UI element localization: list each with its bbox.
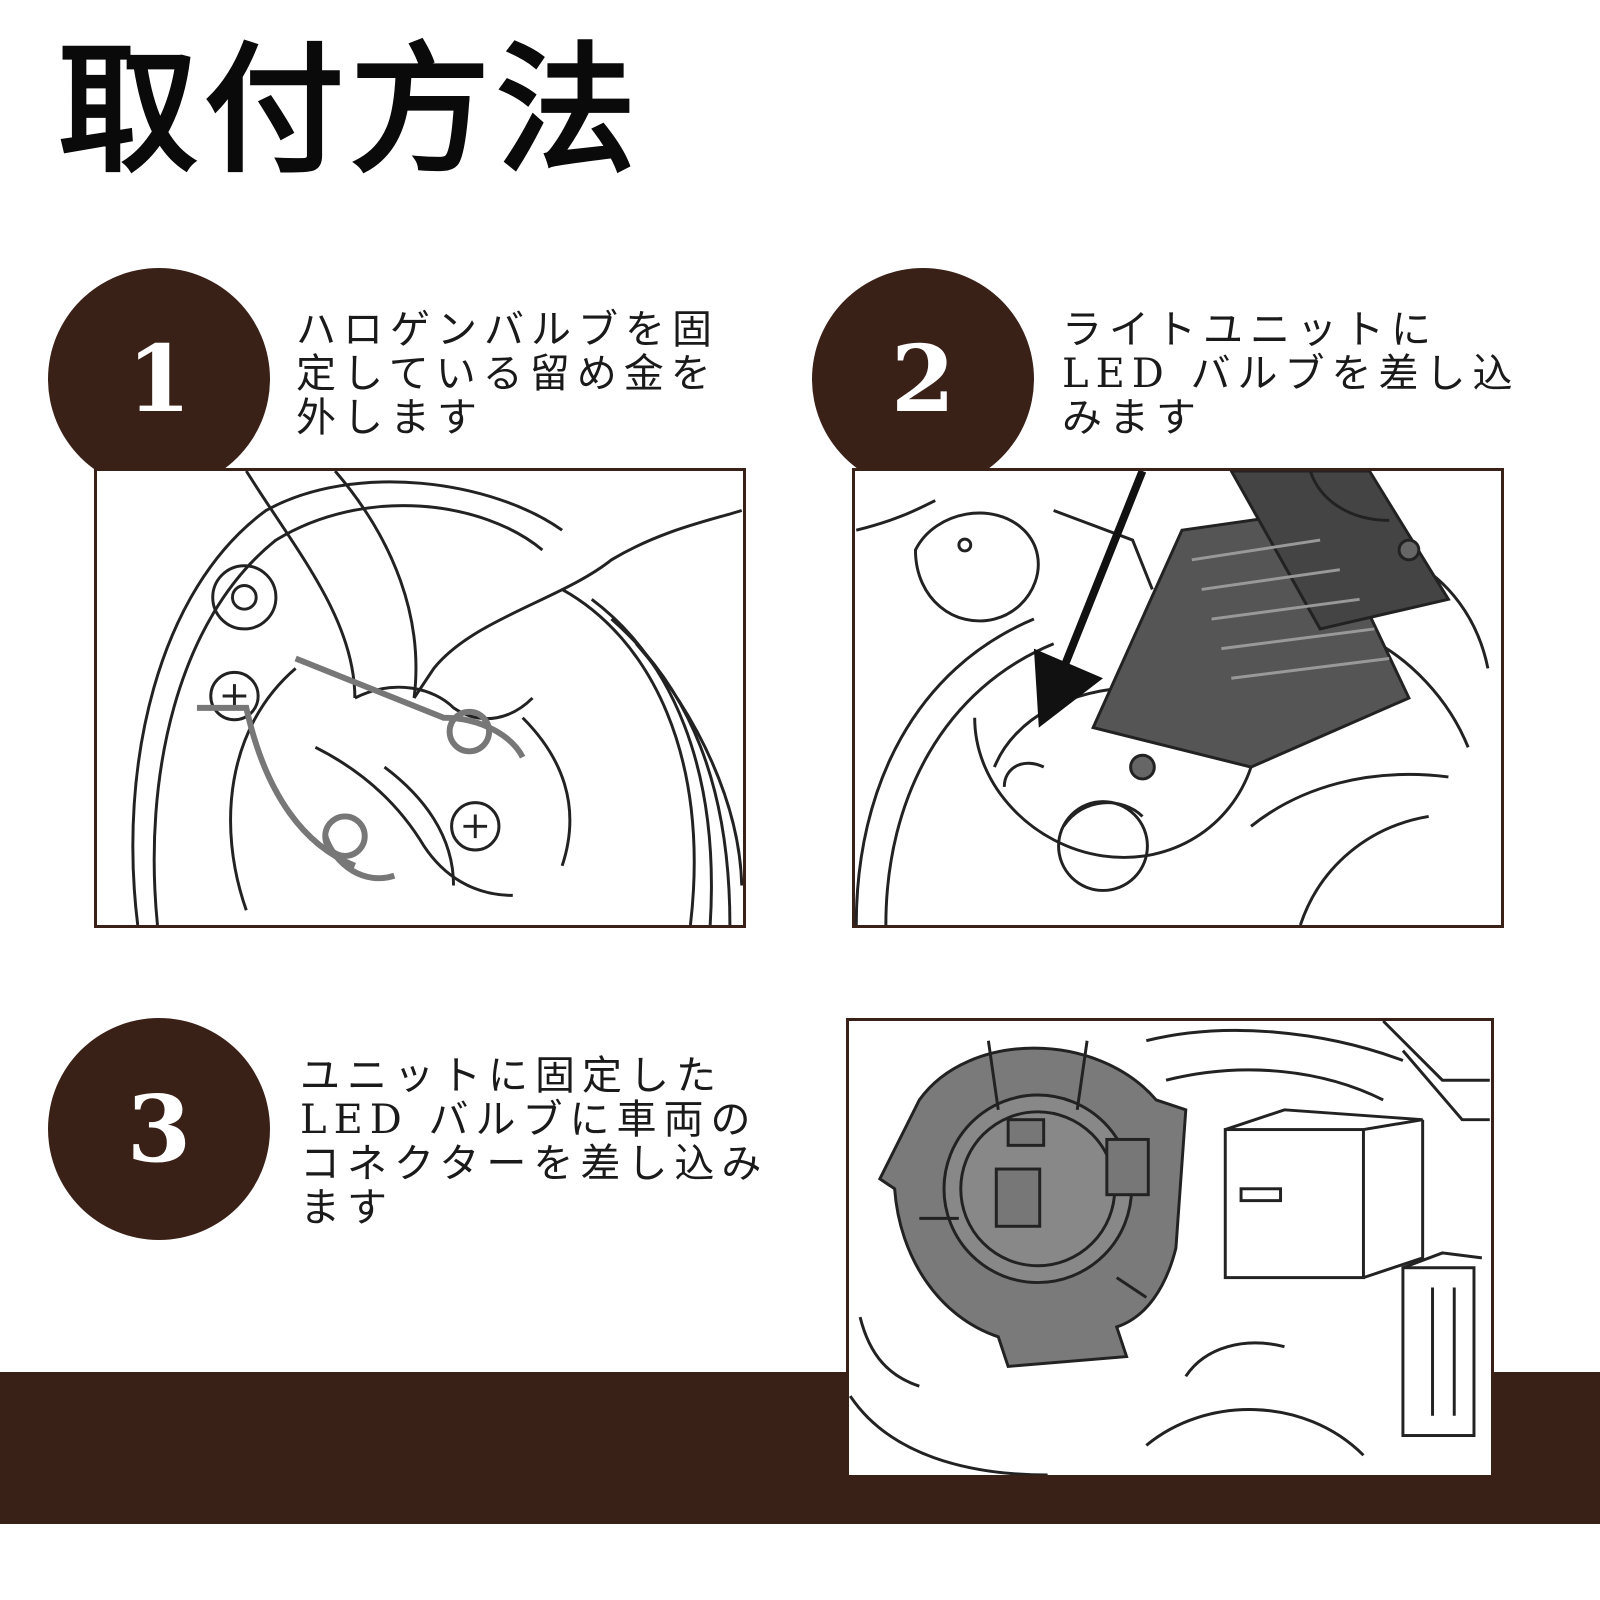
page-title: 取付方法 <box>58 30 643 193</box>
step-1-line: 外します <box>296 395 484 441</box>
step-3-line: ます <box>300 1185 394 1231</box>
step-3-number: 3 <box>126 1075 191 1183</box>
step-3-number-badge: 3 <box>48 1018 270 1240</box>
step-1-line: 定している留め金を <box>296 351 718 397</box>
step-2-illustration <box>852 468 1504 928</box>
connector-plug-illustration <box>849 1021 1490 1475</box>
step-2-line: みます <box>1062 395 1203 441</box>
led-bulb-insert-illustration <box>855 471 1490 925</box>
step-1-number-badge: 1 <box>48 268 270 490</box>
step-1-line: ハロゲンバルブを固 <box>296 307 719 353</box>
step-2-number: 2 <box>890 325 955 433</box>
step-2-description: ライトユニットに LED バルブを差し込 みます <box>1062 308 1520 440</box>
step-2-line: LED バルブを差し込 <box>1062 351 1520 397</box>
step-1-illustration <box>94 468 746 928</box>
step-3-line: LED バルブに車両の <box>300 1097 758 1143</box>
step-1-description: ハロゲンバルブを固 定している留め金を 外します <box>296 308 719 440</box>
step-1-number: 1 <box>126 325 191 433</box>
step-2-line: ライトユニットに <box>1062 307 1438 353</box>
step-2-number-badge: 2 <box>812 268 1034 490</box>
step-3-illustration <box>846 1018 1494 1478</box>
headlight-clip-release-illustration <box>131 471 743 925</box>
step-3-description: ユニットに固定した LED バルブに車両の コネクターを差し込み ます <box>300 1054 768 1230</box>
step-3-line: コネクターを差し込み <box>300 1141 769 1187</box>
step-3-line: ユニットに固定した <box>300 1053 723 1099</box>
insert-arrow-icon <box>1033 471 1147 728</box>
